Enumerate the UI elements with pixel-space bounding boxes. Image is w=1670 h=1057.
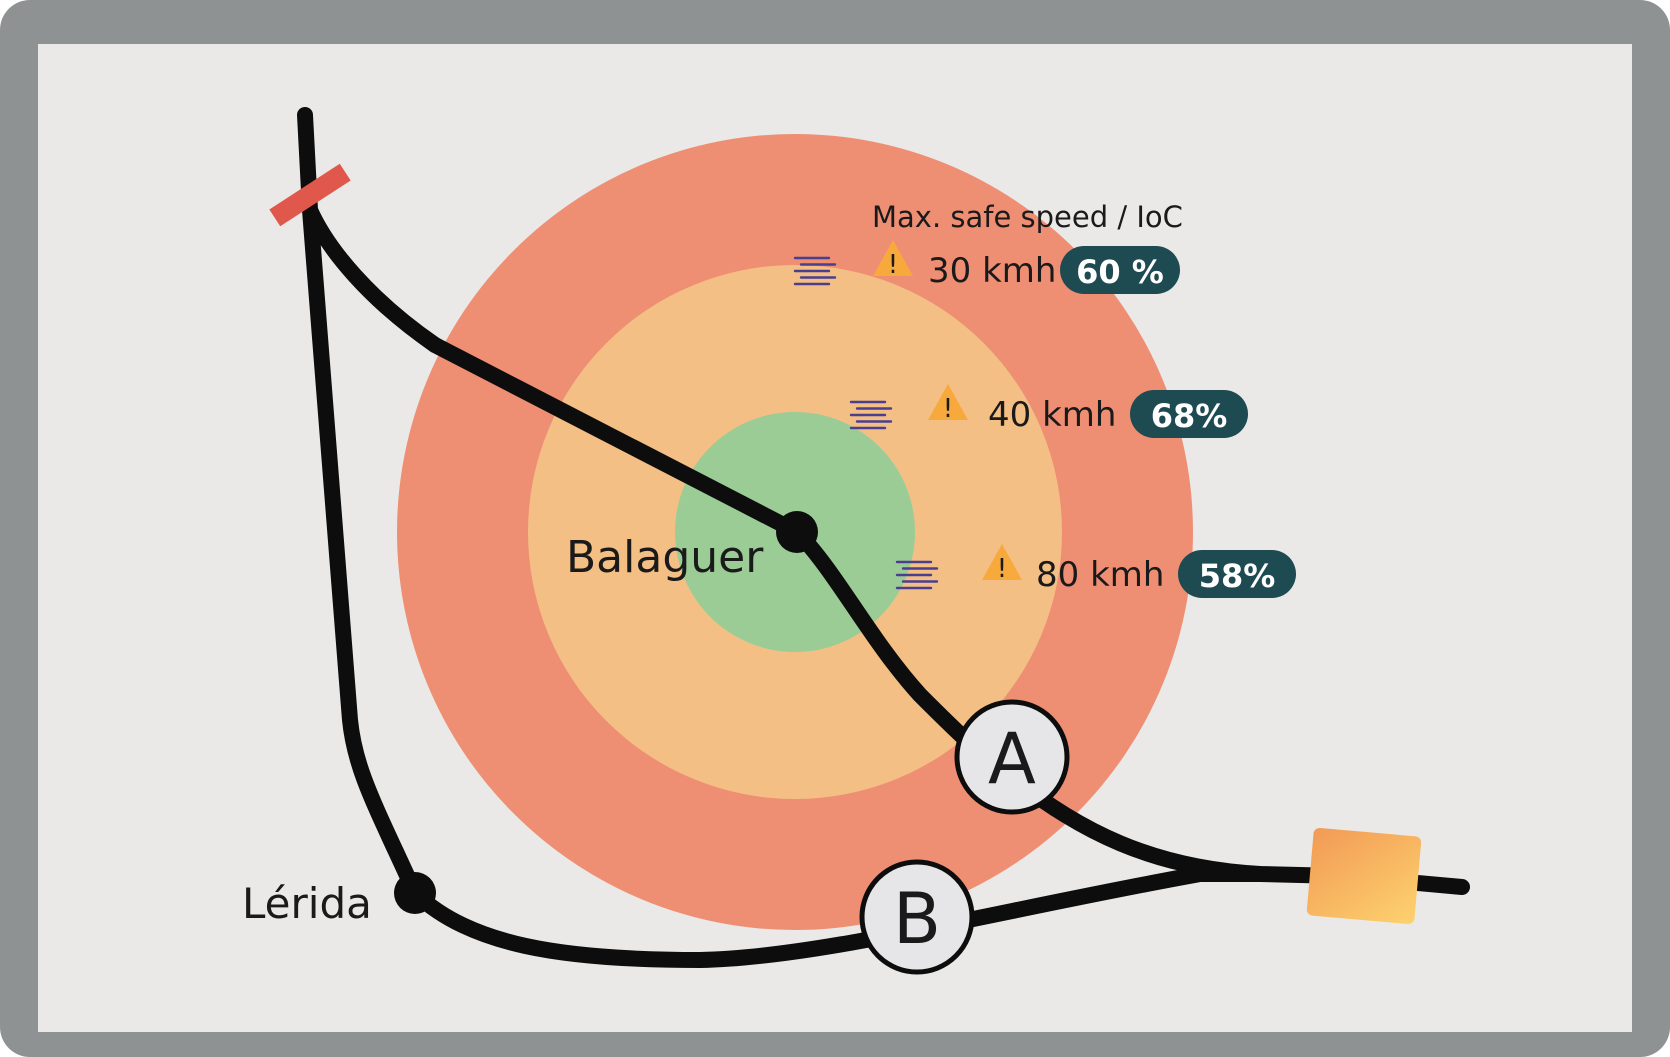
warning-glyph: ! (997, 554, 1007, 584)
zone-row-outer: ! 30 kmh 60 % (793, 240, 1180, 294)
zone-row-middle: ! 40 kmh 68% (849, 384, 1248, 438)
route-a-badge[interactable] (954, 699, 1070, 815)
warning-icon: ! (928, 384, 968, 424)
zone-ioc-value-outer: 60 % (1076, 253, 1164, 291)
zone-ioc-badge-outer: 60 % (1060, 246, 1180, 294)
route-b-marker[interactable]: B (859, 859, 975, 975)
node-center[interactable] (776, 511, 818, 553)
route-b-badge[interactable] (859, 859, 975, 975)
node-origin[interactable] (394, 872, 436, 914)
zone-ioc-value-middle: 68% (1151, 397, 1228, 435)
warning-icon: ! (873, 240, 913, 280)
zone-ioc-badge-inner: 58% (1178, 550, 1296, 598)
zone-ioc-value-inner: 58% (1199, 557, 1276, 595)
route-b-label: B (893, 878, 941, 960)
warning-glyph: ! (943, 394, 953, 424)
zone-speed-inner: 80 kmh (1036, 555, 1164, 595)
route-a-label: A (988, 718, 1036, 800)
zone-legend-rows: ! 30 kmh 60 %! 40 kmh 68%! 80 kmh 58% (793, 240, 1296, 598)
barrier-icon (269, 163, 351, 227)
zone-ioc-badge-middle: 68% (1130, 390, 1248, 438)
fog-icon (895, 560, 939, 590)
zone-speed-outer: 30 kmh (928, 251, 1056, 291)
route-a-marker[interactable]: A (954, 699, 1070, 815)
zone-row-inner: ! 80 kmh 58% (895, 544, 1296, 598)
warning-icon: ! (982, 544, 1022, 584)
fog-icon (849, 400, 893, 430)
fog-icon (793, 256, 837, 286)
place-center-label: Balaguer (566, 532, 764, 583)
place-origin-label: Lérida (242, 879, 372, 928)
legend-title: Max. safe speed / IoC (872, 200, 1183, 234)
route-b-segment[interactable] (302, 202, 1268, 968)
zone-speed-middle: 40 kmh (988, 395, 1116, 435)
warning-glyph: ! (888, 250, 898, 280)
destination-marker[interactable] (1306, 827, 1422, 925)
